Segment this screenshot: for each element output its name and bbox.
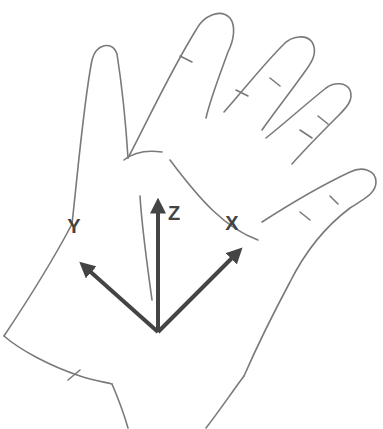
wrist-edge <box>4 336 112 384</box>
index-finger <box>128 14 234 158</box>
finger-joint <box>236 90 248 96</box>
ring-finger <box>266 84 351 164</box>
axis-label: Z <box>168 203 180 223</box>
palm-crease <box>140 196 152 300</box>
finger-joint <box>300 212 310 220</box>
wrist-left <box>112 384 128 428</box>
x-axis-arrow <box>158 252 238 332</box>
little-finger <box>244 169 376 376</box>
finger-joint <box>330 196 338 204</box>
middle-finger <box>224 37 314 130</box>
wrist-right <box>206 376 244 428</box>
finger-joint <box>300 130 312 138</box>
finger-joint <box>270 78 280 86</box>
hand-outline <box>4 14 376 428</box>
y-axis-arrow <box>84 266 158 332</box>
thumb-outline <box>4 45 128 336</box>
axis-label: X <box>225 213 238 233</box>
z-axis-arrow <box>156 204 160 332</box>
skin-mark <box>68 370 80 380</box>
palm-crease <box>170 160 258 240</box>
axis-label: Y <box>67 216 80 236</box>
palm-crease <box>124 151 162 160</box>
finger-joint <box>180 56 192 62</box>
finger-joint <box>318 116 328 124</box>
axes <box>84 204 238 332</box>
